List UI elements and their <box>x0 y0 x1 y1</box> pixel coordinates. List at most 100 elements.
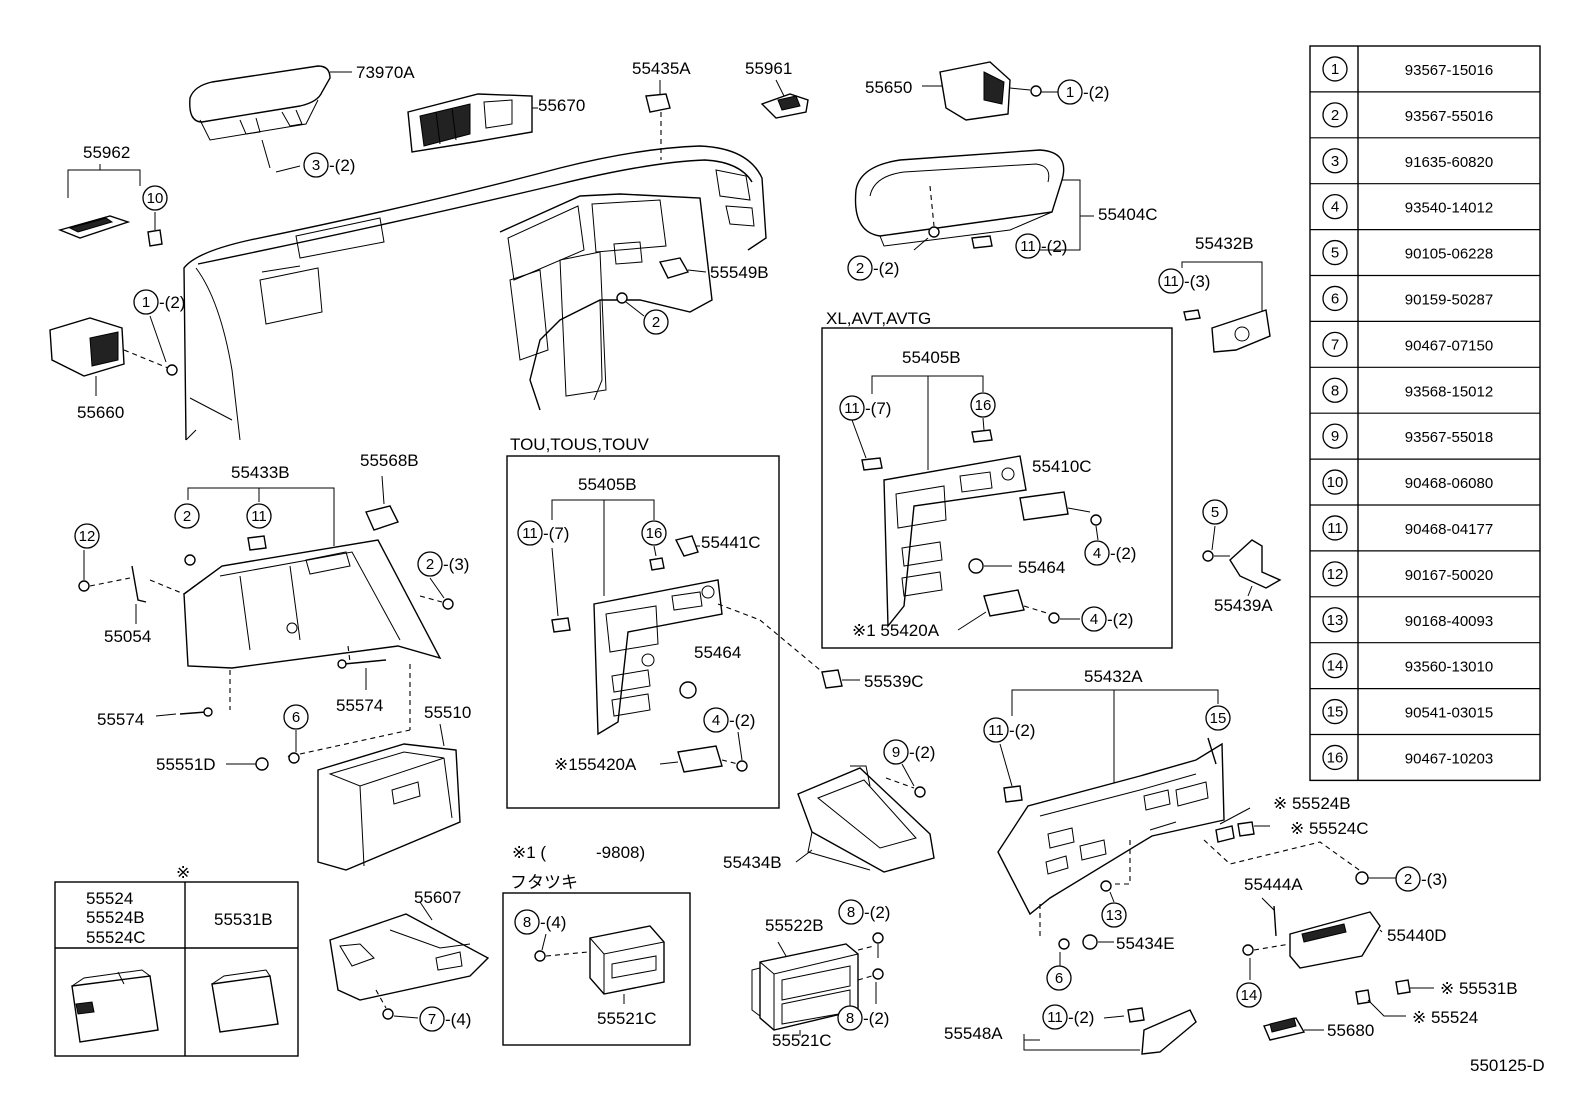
callout-number: 7 <box>428 1011 436 1028</box>
callout-quantity: -(7) <box>543 524 569 543</box>
callout-quantity: -(3) <box>1184 272 1210 291</box>
callout-reference: 11-(2) <box>1042 1004 1094 1030</box>
callout-circle <box>983 717 1009 743</box>
callout-number: 14 <box>1241 987 1258 1004</box>
callouts: 1-(2)103-(2)21-(2)11-(2)2-(2)11-(3)11-(7… <box>74 79 1447 1032</box>
callout-number: 11 <box>988 722 1004 739</box>
part-number-label: 55551D <box>156 755 216 774</box>
callout-number: 6 <box>292 709 300 726</box>
part-55670 <box>407 93 538 153</box>
part-55433b <box>78 487 454 717</box>
part-number-label: 55432B <box>1195 234 1254 253</box>
table-ref-number: 2 <box>1331 107 1339 124</box>
callout-number: 6 <box>1055 970 1063 987</box>
table-part-number: 90468-06080 <box>1405 475 1493 492</box>
callout-circle <box>417 551 443 577</box>
callout-reference: 2-(3) <box>1395 866 1447 892</box>
part-number-label: 55670 <box>538 96 585 115</box>
callout-circle <box>283 704 309 730</box>
callout-quantity: -(2) <box>729 711 755 730</box>
part-55539c <box>821 669 860 689</box>
futatsuki-box <box>502 892 691 1046</box>
callout-number: 13 <box>1106 907 1123 924</box>
part-number-label: 55464 <box>1018 558 1065 577</box>
callout-number: 1 <box>1066 84 1074 101</box>
line-art <box>49 61 1434 1057</box>
part-number-label: 55054 <box>104 627 151 646</box>
part-number-label: 55574 <box>97 710 144 729</box>
callout-number: 11 <box>1020 238 1036 255</box>
callout-quantity: -(2) <box>159 293 185 312</box>
part-55510 <box>226 664 461 871</box>
table-ref-number: 9 <box>1331 428 1339 445</box>
callout-reference: 11-(3) <box>1158 268 1210 294</box>
callout-reference: 16 <box>641 520 667 546</box>
legend-right-label: 55531B <box>214 910 273 929</box>
part-55521c-futatsuki <box>534 925 665 1004</box>
callout-quantity: -(3) <box>1421 870 1447 889</box>
table-ref-number: 16 <box>1327 749 1344 766</box>
callout-number: 4 <box>1093 545 1101 562</box>
part-55439a <box>1202 525 1282 597</box>
callout-quantity: -(2) <box>1068 1008 1094 1027</box>
xl-variant-label: XL,AVT,AVTG <box>826 309 931 328</box>
part-55549b <box>616 257 707 317</box>
callout-reference: 11-(2) <box>983 717 1035 743</box>
table-part-number: 91635-60820 <box>1405 154 1493 171</box>
table-ref-number: 14 <box>1327 658 1344 675</box>
callout-reference: 3-(2) <box>303 152 355 178</box>
callout-reference: 1 -(2) <box>1057 79 1109 105</box>
callout-quantity: -(2) <box>1041 237 1067 256</box>
callout-quantity: -(2) <box>909 743 935 762</box>
legend-left-line-2: 55524B <box>86 908 145 927</box>
callout-reference: 6 <box>283 704 309 730</box>
table-ref-circle <box>1322 561 1348 587</box>
callout-number: 12 <box>79 528 96 545</box>
legend-box <box>54 881 299 1057</box>
callout-number: 1 <box>142 294 150 311</box>
tou-variant-label: TOU,TOUS,TOUV <box>510 435 650 454</box>
callout-number: 2 <box>856 260 864 277</box>
part-number-label: ※ 55524C <box>1290 819 1369 838</box>
callout-circle <box>419 1006 445 1032</box>
table-part-number: 93540-14012 <box>1405 200 1493 217</box>
callout-quantity: -(2) <box>1110 544 1136 563</box>
callout-reference: 16 <box>970 392 996 418</box>
table-ref-circle <box>1322 193 1348 220</box>
callout-reference: 8-(2) <box>837 1005 889 1031</box>
callout-circle <box>174 503 200 529</box>
part-number-label: ※155420A <box>554 755 637 774</box>
callout-quantity: -(2) <box>873 259 899 278</box>
callout-quantity: -(2) <box>329 156 355 175</box>
callout-reference: 5 <box>1202 499 1228 525</box>
callout-number: 9 <box>892 744 900 761</box>
callout-number: 8 <box>846 1010 854 1027</box>
callout-reference: 11 -(2) <box>1015 233 1067 259</box>
callout-reference: 9 -(2) <box>883 739 935 765</box>
callout-number: 8 <box>847 904 855 921</box>
part-55660 <box>49 315 178 396</box>
part-number-label: ※1 55420A <box>852 621 940 640</box>
callout-reference: 4-(2) <box>703 707 755 733</box>
callout-circle <box>1081 606 1107 632</box>
table-ref-circle <box>1322 515 1348 541</box>
part-number-label: 55548A <box>944 1024 1003 1043</box>
table-ref-number: 8 <box>1331 382 1339 399</box>
callout-quantity: -(2) <box>1083 83 1109 102</box>
callout-circle <box>838 899 864 925</box>
table-ref-number: 13 <box>1327 612 1344 629</box>
legend-left-line-3: 55524C <box>86 928 146 947</box>
table-ref-circle <box>1322 148 1348 174</box>
part-55961 <box>760 79 809 119</box>
part-number-label: 55680 <box>1327 1021 1374 1040</box>
callout-circle <box>303 152 329 178</box>
callout-circle <box>1046 965 1072 991</box>
callout-reference: 4-(2) <box>1081 606 1133 632</box>
callout-reference: 8-(4) <box>514 909 566 935</box>
callout-quantity: -(3) <box>443 555 469 574</box>
callout-circle <box>1395 866 1421 892</box>
callout-circle <box>1236 982 1262 1008</box>
